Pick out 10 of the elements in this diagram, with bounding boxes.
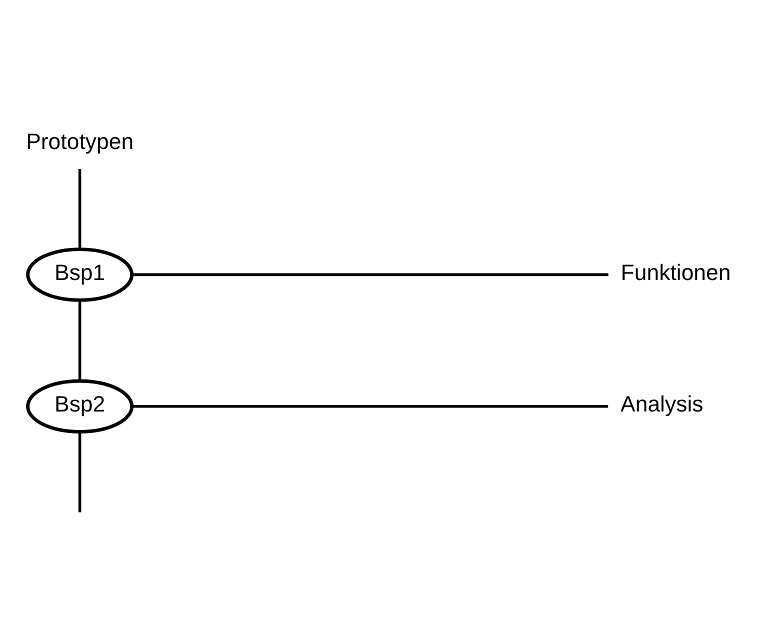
node-text: Funktionen [620,260,731,285]
connector [132,404,608,408]
connector [132,273,608,276]
node-text: Prototypen [26,128,134,154]
connector [78,169,82,249]
node-ellipse: Bsp2 [26,379,134,434]
connector [78,300,82,380]
connector [78,432,82,512]
node-ellipse: Bsp1 [26,248,134,302]
node-text: Analysis [620,392,704,417]
